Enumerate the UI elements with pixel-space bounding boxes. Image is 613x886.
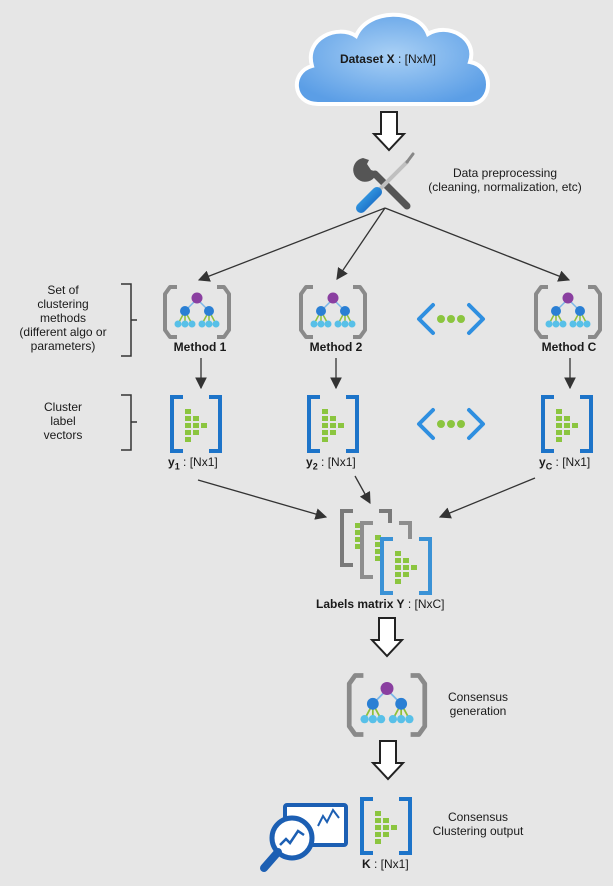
labels-matrix-bold: Labels matrix Y	[316, 597, 405, 611]
vector-1-var: y	[168, 455, 175, 469]
arrow-to-method-2	[336, 207, 386, 280]
method-1-label: Method 1	[173, 340, 227, 354]
output-line-2: Clustering output	[432, 824, 524, 838]
labels-matrix-label: Labels matrix Y : [NxC]	[316, 597, 445, 611]
vector-c-dim: : [Nx1]	[552, 455, 591, 469]
ellipsis-icon-vectors	[417, 408, 485, 440]
methods-brace-line-4: (different algo or	[19, 325, 107, 339]
vector-1-label: y1 : [Nx1]	[168, 455, 218, 473]
flow-arrow-1	[373, 111, 405, 151]
ellipsis-icon-methods	[417, 303, 485, 335]
vector-1-dim: : [Nx1]	[179, 455, 218, 469]
dataset-label-dim: : [NxM]	[394, 52, 437, 66]
consensus-icon	[349, 676, 425, 735]
methods-brace-line-5: parameters)	[30, 339, 96, 353]
method-c-icon	[534, 285, 602, 339]
tools-icon	[353, 152, 415, 213]
arrow-to-method-c	[384, 207, 571, 282]
vector-2-sub: 2	[312, 461, 318, 472]
vectors-brace-label: Cluster label vectors	[20, 400, 106, 442]
k-label-bold: K	[362, 857, 371, 871]
flow-arrow-3	[372, 740, 404, 780]
dataset-label-bold: Dataset X	[339, 52, 395, 66]
preprocessing-line-2: (cleaning, normalization, etc)	[428, 180, 582, 194]
labels-matrix-dim: : [NxC]	[404, 597, 445, 611]
output-label: Consensus Clustering output	[420, 810, 536, 838]
vector-2-icon	[307, 395, 359, 453]
methods-brace-line-2: clustering	[37, 297, 89, 311]
method-2-icon	[299, 285, 367, 339]
method-c-label: Method C	[541, 340, 597, 354]
methods-brace-line-3: methods	[39, 311, 87, 325]
methods-brace-label: Set of clustering methods (different alg…	[8, 283, 118, 353]
vector-2-var: y	[306, 455, 313, 469]
vector-c-sub: C	[545, 461, 553, 472]
methods-brace-line-1: Set of	[47, 283, 79, 297]
vector-c-icon	[541, 395, 593, 453]
vector-2-dim: : [Nx1]	[317, 455, 356, 469]
preprocessing-label: Data preprocessing (cleaning, normalizat…	[420, 166, 590, 194]
preprocessing-line-1: Data preprocessing	[452, 166, 558, 180]
dataset-label: Dataset X : [NxM]	[318, 52, 458, 66]
k-label: K : [Nx1]	[362, 857, 409, 871]
consensus-line-1: Consensus	[447, 690, 509, 704]
labels-matrix-icon	[340, 509, 432, 595]
branch-arrows	[197, 207, 571, 282]
vector-1-sub: 1	[174, 461, 180, 472]
method-1-icon	[163, 285, 231, 339]
vector-c-label: yC : [Nx1]	[539, 455, 590, 473]
analytics-monitor-icon	[260, 803, 348, 872]
vectors-brace	[121, 394, 137, 451]
vectors-brace-line-3: vectors	[43, 428, 83, 442]
vectors-brace-line-2: label	[50, 414, 76, 428]
cloud-icon	[294, 12, 490, 106]
vector-1-icon	[170, 395, 222, 453]
flow-arrow-2	[371, 617, 403, 657]
k-label-dim: : [Nx1]	[370, 857, 409, 871]
vector-c-var: y	[539, 455, 546, 469]
consensus-line-2: generation	[449, 704, 507, 718]
methods-brace	[121, 283, 137, 357]
vectors-brace-line-1: Cluster	[43, 400, 82, 414]
output-vector-icon	[360, 797, 412, 855]
output-line-1: Consensus	[447, 810, 509, 824]
merge-arrows	[197, 475, 536, 520]
consensus-label: Consensus generation	[438, 690, 518, 718]
method-2-label: Method 2	[309, 340, 363, 354]
arrow-to-method-1	[197, 207, 386, 282]
vector-2-label: y2 : [Nx1]	[306, 455, 356, 473]
